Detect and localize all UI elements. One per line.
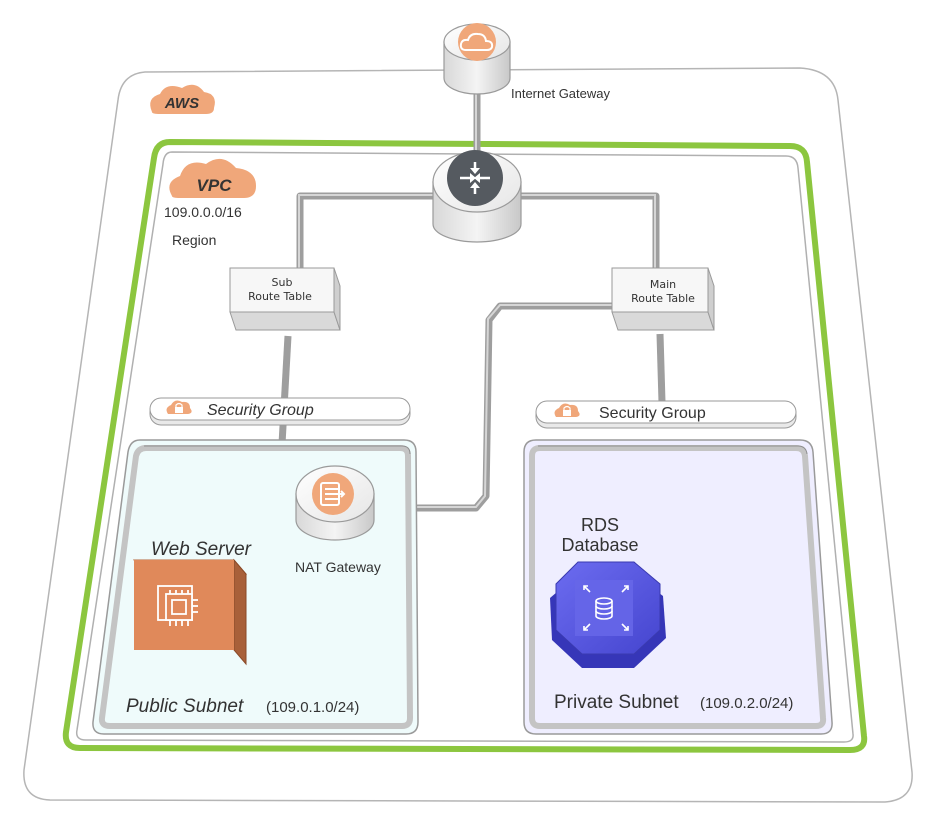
public-subnet-cidr: (109.0.1.0/24) — [266, 699, 359, 716]
sub-route-table[interactable]: Sub Route Table — [229, 267, 341, 331]
ec2-instance-icon — [157, 585, 198, 626]
sub-route-table-line1: Sub — [272, 276, 293, 289]
private-security-group-label: Security Group — [599, 405, 706, 422]
vpc-region: Region — [172, 232, 216, 248]
main-route-table-to-security-group-line — [656, 333, 666, 403]
aws-badge: AWS — [150, 84, 215, 114]
private-security-group[interactable]: Security Group — [535, 400, 797, 429]
main-route-table-line2: Route Table — [631, 292, 695, 305]
internet-gateway-label: Internet Gateway — [511, 86, 610, 101]
cloud-icon — [459, 32, 494, 51]
lock-icon — [166, 400, 192, 414]
vpc-cidr: 109.0.0.0/16 — [164, 204, 242, 220]
vpc-badge-label: VPC — [197, 176, 233, 195]
vpc-badge: VPC — [169, 158, 256, 198]
rds-database[interactable] — [550, 561, 666, 668]
main-route-table-line1: Main — [650, 278, 676, 291]
private-subnet-cidr: (109.0.2.0/24) — [700, 695, 793, 712]
web-server-label: Web Server — [151, 539, 252, 560]
router-icon — [460, 162, 490, 194]
private-subnet-name: Private Subnet — [554, 692, 679, 713]
internet-gateway[interactable] — [443, 23, 511, 95]
nat-gateway[interactable] — [295, 465, 375, 541]
lock-icon — [554, 403, 580, 417]
web-server[interactable] — [132, 558, 248, 666]
connector-highlights — [298, 88, 656, 508]
sub-route-table-line2: Route Table — [248, 290, 312, 303]
public-security-group-label: Security Group — [207, 402, 314, 419]
rds-label-line1: RDS — [581, 515, 619, 535]
rds-label-line2: Database — [561, 535, 638, 555]
public-security-group[interactable]: Security Group — [149, 397, 411, 426]
public-subnet-name: Public Subnet — [126, 696, 244, 717]
aws-badge-label: AWS — [164, 95, 199, 112]
sub-route-table-to-security-group-line — [278, 335, 292, 445]
vpc-router[interactable] — [432, 150, 522, 243]
nat-gateway-icon — [320, 482, 346, 506]
nat-gateway-label: NAT Gateway — [295, 559, 381, 575]
rds-database-icon — [583, 585, 629, 631]
main-route-table[interactable]: Main Route Table — [611, 267, 715, 331]
